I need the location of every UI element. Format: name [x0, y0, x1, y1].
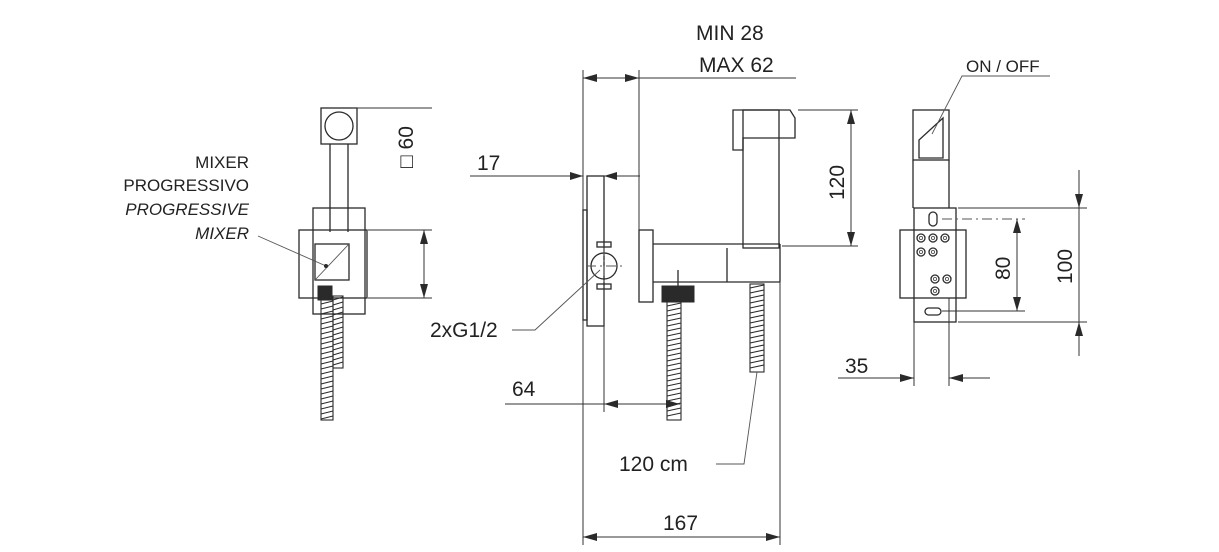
mixer-label-en-line2: MIXER: [195, 224, 249, 243]
dim-64: 64: [512, 378, 536, 401]
hose-nut: [317, 285, 333, 301]
rear-view: [838, 75, 1087, 386]
mixer-body: [314, 243, 350, 281]
shower-head-circle: [324, 111, 354, 141]
body-flange: [638, 229, 654, 303]
rear-plate: [913, 207, 957, 323]
hose-nut-side: [661, 285, 695, 303]
front-view: [257, 107, 432, 421]
shower-head-outline: [320, 107, 358, 145]
hand-shower-head: [732, 109, 796, 151]
wall-plate: [312, 207, 366, 315]
side-view: [470, 70, 858, 545]
dim-120-vertical: 120: [826, 165, 849, 200]
mixer-label-en-line1: PROGRESSIVE: [125, 200, 249, 219]
connection-label: 2xG1/2: [430, 319, 498, 342]
mixer-label-it-line1: MIXER: [195, 153, 249, 172]
dim-max: MAX 62: [699, 54, 774, 77]
hose-left: [320, 295, 344, 421]
wall-plate-side: [586, 175, 605, 327]
shower-rear: [912, 109, 950, 161]
hose-mid-2: [749, 283, 765, 373]
mixer-square-60: [298, 229, 368, 299]
dim-80: 80: [992, 257, 1015, 280]
rear-holes: [916, 233, 952, 296]
mixer-label-it-line2: PROGRESSIVO: [123, 176, 249, 195]
dim-17: 17: [477, 152, 500, 175]
dim-100: 100: [1054, 249, 1077, 284]
hose-length-label: 120 cm: [619, 453, 688, 476]
hand-shower-body: [742, 109, 780, 249]
dim-35: 35: [845, 355, 868, 378]
dim-min: MIN 28: [696, 22, 764, 45]
rear-square: [899, 229, 967, 299]
on-off-label: ON / OFF: [966, 57, 1040, 76]
dim-square-60: □ 60: [395, 126, 418, 168]
dim-167: 167: [663, 512, 698, 535]
